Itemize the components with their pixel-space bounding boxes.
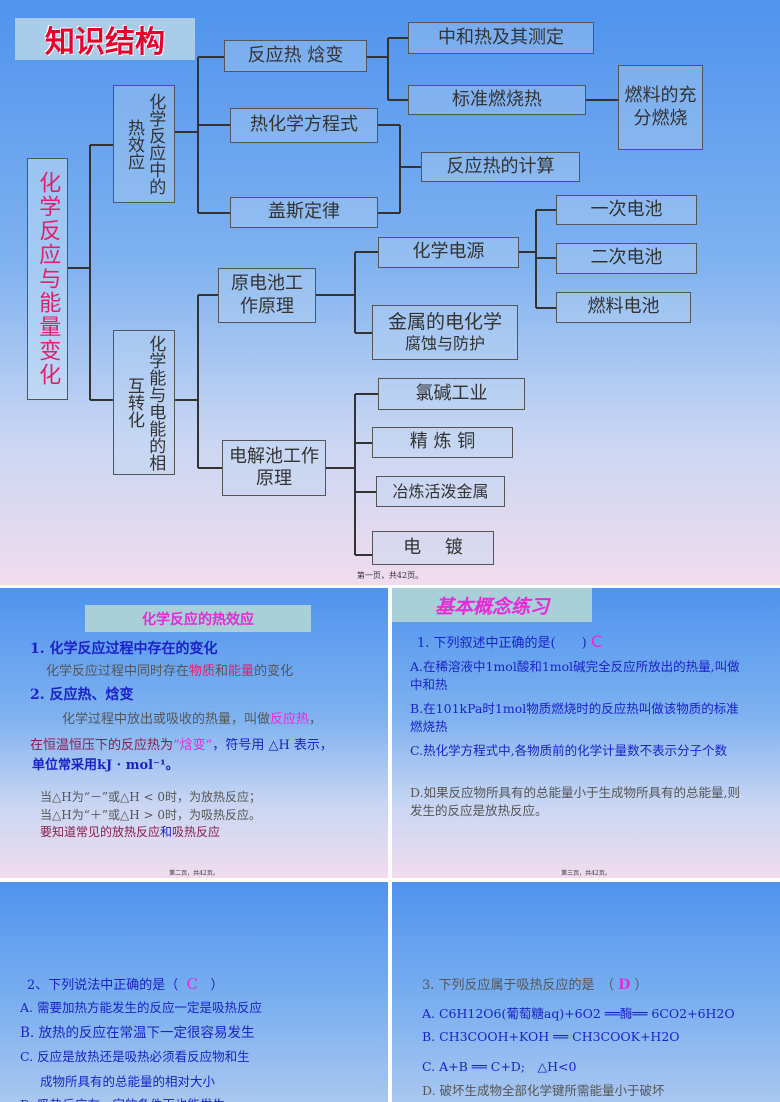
node-standard-combustion-heat: 标准燃烧热 [408, 85, 586, 115]
node-galvanic-cell: 原电池工作原理 [218, 268, 316, 323]
node-heat-calculation: 反应热的计算 [421, 152, 580, 182]
option-a: A. 需要加热方能发生的反应一定是吸热反应 [20, 1000, 262, 1015]
branch-chem-electric: 化学能与电能的相互转化 [113, 330, 175, 475]
node-neutralization-heat: 中和热及其测定 [408, 22, 594, 54]
page-footer: 第三页，共42页。 [561, 870, 611, 877]
heading-2: 2. 反应热、焓变 [30, 687, 134, 703]
question-2: 2、下列说法中正确的是（ C ） [27, 974, 223, 993]
option-b: B.在101kPa时1mol物质燃烧时的反应热叫做该物质的标准燃烧热 [410, 701, 739, 734]
answer: C [590, 632, 602, 651]
corrosion-line1: 金属的电化学 [387, 310, 502, 333]
answer: D [618, 977, 631, 993]
node-chlor-alkali: 氯碱工业 [378, 378, 525, 410]
text: 物质 [189, 664, 216, 679]
text: 化学反应过程中同时存在 [46, 664, 190, 679]
line-4: 单位常采用kJ · mol⁻¹。 [32, 758, 179, 773]
option-c: C. A+B ══ C+D; △H<0 [422, 1059, 577, 1074]
line-5: 当△H为“－”或△H < 0时，为放热反应； [40, 790, 261, 804]
text: 化学过程中放出或吸收的热量，叫做 [62, 712, 271, 727]
node-electrolytic-cell: 电解池工作原理 [222, 440, 326, 496]
branch-heat-effect: 化学反应中的热效应 [113, 85, 175, 203]
line-2: 化学过程中放出或吸收的热量，叫做反应热， [62, 708, 322, 727]
line-1: 化学反应过程中同时存在物质和能量的变化 [46, 660, 293, 679]
option-c1: C. 反应是放热还是吸热必须看反应物和生 [20, 1049, 250, 1064]
slide-5-exercise-3[interactable]: 3. 下列反应属于吸热反应的是 （ D ） A. C6H12O6(葡萄糖aq)+… [392, 882, 780, 1102]
text: ，符号用 △H 表示， [212, 738, 333, 753]
answer: C [186, 975, 199, 993]
slide-3-concept-exercise[interactable]: 基本概念练习 1. 下列叙述中正确的是( ) C A.在稀溶液中1mol酸和1m… [392, 588, 780, 878]
node-secondary-battery: 二次电池 [556, 243, 697, 274]
text: 在恒温恒压下的反应热为 [30, 738, 174, 753]
heading-1: 1. 化学反应过程中存在的变化 [30, 641, 218, 657]
text: 要知道常见的放热反应 [40, 825, 161, 839]
option-b: B. CH3COOH+KOH ══ CH3COOK+H2O [422, 1029, 680, 1044]
option-a: A.在稀溶液中1mol酸和1mol碱完全反应所放出的热量,叫做中和热 [410, 659, 740, 692]
slide-4-exercise-2[interactable]: 2、下列说法中正确的是（ C ） A. 需要加热方能发生的反应一定是吸热反应 B… [0, 882, 388, 1102]
text: ） [210, 978, 224, 993]
question-text: 3. 下列反应属于吸热反应的是 （ [422, 978, 615, 993]
node-fuel-combustion: 燃料的充分燃烧 [618, 65, 703, 150]
question-text: 1. 下列叙述中正确的是( ) [417, 636, 587, 651]
option-b: B. 放热的反应在常温下一定很容易发生 [20, 1025, 255, 1041]
option-c: C.热化学方程式中,各物质前的化学计量数不表示分子个数 [410, 743, 728, 758]
text: ， [309, 712, 323, 727]
connector-lines [68, 37, 618, 556]
option-c2: 成物所具有的总能量的相对大小 [40, 1074, 216, 1089]
text: 的变化 [254, 664, 294, 679]
corrosion-line2: 腐蚀与防护 [404, 334, 485, 354]
node-fuel-cell: 燃料电池 [556, 292, 691, 323]
node-metal-corrosion: 金属的电化学腐蚀与防护 [372, 305, 518, 360]
question-1: 1. 下列叙述中正确的是( ) C [417, 632, 602, 651]
text: ） [634, 978, 648, 993]
text: 能量 [228, 664, 255, 679]
page-footer: 第一页，共42页。 [356, 571, 424, 580]
node-reaction-heat: 反应热 焓变 [224, 40, 367, 72]
option-d: D. 吸热反应在一定的条件下也能发生 [20, 1094, 225, 1102]
node-hess-law: 盖斯定律 [230, 197, 378, 228]
node-primary-battery: 一次电池 [556, 195, 697, 225]
node-metal-smelting: 冶炼活泼金属 [376, 476, 505, 507]
text: 和 [160, 825, 173, 839]
root-node: 化学反应与能量变化 [27, 158, 68, 400]
text: 和 [215, 664, 229, 679]
question-text: 2、下列说法中正确的是（ [27, 978, 179, 993]
text: “焓变” [173, 738, 213, 753]
node-electroplating: 电 镀 [372, 531, 494, 565]
node-thermo-equation: 热化学方程式 [230, 108, 378, 143]
node-copper-refining: 精 炼 铜 [372, 427, 513, 458]
slide-1-knowledge-structure[interactable]: 知识结构 化学反应与能量变化 化学反应中的热效应 化学能与电能的相互转化 反应热… [0, 0, 780, 585]
page-footer: 第二页，共42页。 [169, 870, 219, 877]
option-d: D.如果反应物所具有的总能量小于生成物所具有的总能量,则发生的反应是放热反应。 [410, 785, 741, 818]
option-a: A. C6H12O6(葡萄糖aq)+6O2 ══酶══ 6CO2+6H2O [422, 1006, 735, 1021]
node-chemical-power: 化学电源 [378, 237, 519, 268]
text: 吸热反应 [172, 825, 221, 839]
slide-title: 化学反应的热效应 [85, 605, 311, 632]
slide-title: 知识结构 [15, 18, 195, 60]
line-3: 在恒温恒压下的反应热为“焓变”，符号用 △H 表示， [30, 734, 333, 753]
question-3: 3. 下列反应属于吸热反应的是 （ D ） [422, 974, 647, 993]
line-7: 要知道常见的放热反应和吸热反应 [40, 823, 220, 840]
line-6: 当△H为“＋”或△H > 0时，为吸热反应。 [40, 808, 261, 822]
text: 反应热 [270, 712, 310, 727]
slide-2-heat-effect[interactable]: 化学反应的热效应 1. 化学反应过程中存在的变化 化学反应过程中同时存在物质和能… [0, 588, 388, 878]
option-d: D. 破坏生成物全部化学键所需能量小于破坏 [422, 1083, 665, 1098]
slide-title: 基本概念练习 [392, 588, 592, 622]
